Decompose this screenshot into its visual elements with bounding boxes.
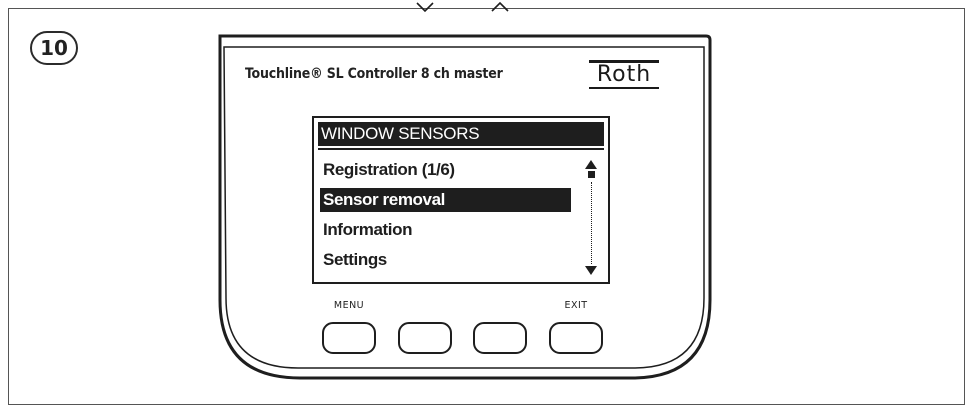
triangle-down-icon	[585, 266, 597, 275]
down-button[interactable]	[398, 322, 452, 354]
triangle-up-icon	[585, 160, 597, 169]
up-button[interactable]	[473, 322, 527, 354]
menu-item-settings[interactable]: Settings	[323, 250, 387, 269]
title-divider	[318, 148, 604, 150]
lcd-screen: WINDOW SENSORS Registration (1/6) Sensor…	[312, 116, 610, 284]
chevron-down-icon	[416, 2, 434, 13]
exit-button[interactable]	[549, 322, 603, 354]
figure-frame	[8, 8, 965, 405]
menu-button-label: MENU	[333, 300, 365, 311]
scroll-thumb	[588, 171, 595, 178]
menu-item-information[interactable]: Information	[323, 220, 413, 239]
chevron-up-icon	[491, 1, 509, 12]
brand-wordmark: Roth	[596, 61, 652, 87]
step-number-badge: 10	[30, 31, 78, 65]
roth-logo: Roth	[588, 60, 660, 90]
exit-button-label: EXIT	[564, 300, 588, 311]
menu-item-sensor-removal[interactable]: Sensor removal	[320, 188, 571, 212]
menu-button[interactable]	[322, 322, 376, 354]
model-label: Touchline® SL Controller 8 ch master	[245, 66, 503, 82]
menu-item-registration[interactable]: Registration (1/6)	[323, 160, 455, 179]
screen-title: WINDOW SENSORS	[318, 122, 604, 146]
scroll-track	[591, 182, 592, 264]
